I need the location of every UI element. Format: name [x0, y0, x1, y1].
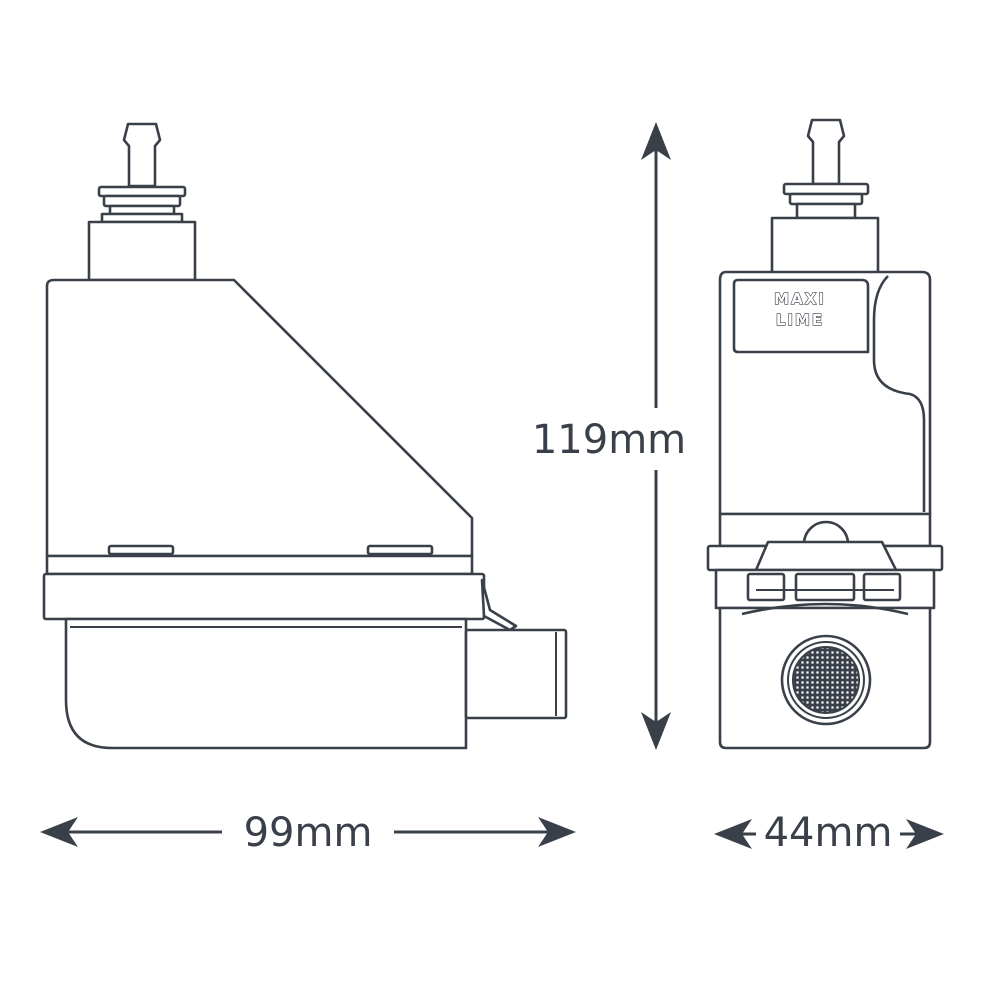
front-nozzle-flange-mid — [788, 192, 864, 206]
side-outlet-block — [87, 220, 197, 282]
front-logo-plate — [732, 278, 870, 354]
side-lid-rim — [42, 572, 486, 621]
front-clip-right — [862, 572, 902, 602]
side-view — [42, 122, 568, 750]
side-main-body — [45, 278, 474, 558]
front-curved-channel — [872, 275, 926, 512]
front-clip-left — [746, 572, 786, 602]
front-hose-barb — [806, 118, 846, 186]
height-arrow-head-bottom — [641, 712, 671, 750]
front-outlet-block — [770, 216, 880, 276]
front-width-label: 44mm — [764, 810, 893, 856]
front-clip-center — [794, 572, 856, 602]
side-reservoir — [64, 617, 468, 750]
front-nozzle-flange-top — [782, 182, 870, 196]
side-width-label: 99mm — [244, 810, 373, 856]
side-latch-left — [107, 544, 175, 556]
height-arrow-head-top — [641, 122, 671, 160]
front-width-arrow-head-left — [714, 819, 752, 849]
side-width-arrow-head-right — [538, 817, 576, 847]
dimension-arrows — [40, 122, 944, 849]
height-label: 119mm — [532, 417, 686, 463]
side-width-arrow-head-left — [40, 817, 78, 847]
side-hose-barb — [122, 122, 162, 188]
side-nozzle-flange-mid — [102, 194, 182, 208]
side-inlet-spigot — [464, 628, 568, 720]
front-width-arrow-head-right — [906, 819, 944, 849]
logo-line2: LIME — [776, 311, 824, 329]
side-nozzle-flange-top — [97, 185, 187, 198]
front-reservoir-lip — [741, 602, 909, 616]
side-middle-band — [45, 554, 474, 576]
front-clip-housing — [754, 540, 898, 572]
side-clip-tab — [480, 578, 518, 632]
front-inlet-mesh — [792, 646, 860, 714]
logo-line1: MAXI — [774, 290, 826, 308]
front-nozzle-flange-low — [795, 202, 857, 220]
side-latch-right — [366, 544, 434, 556]
